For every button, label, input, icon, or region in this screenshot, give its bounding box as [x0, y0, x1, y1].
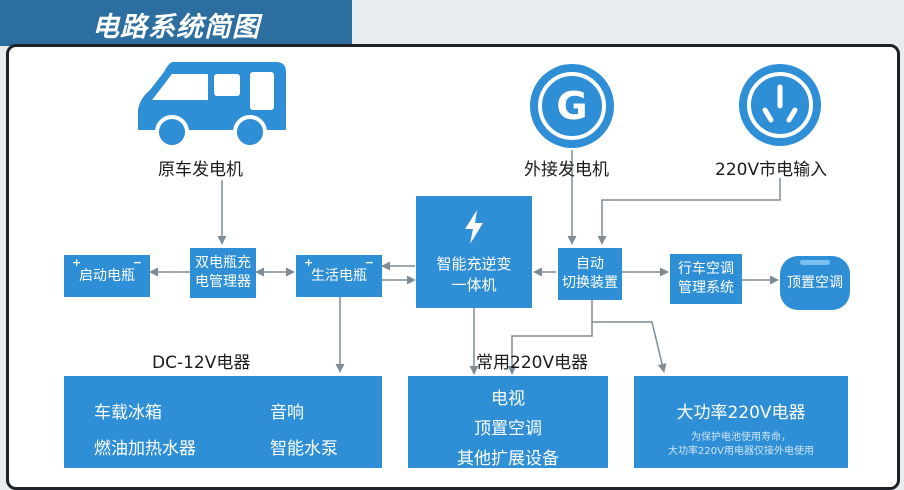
power-socket-icon	[739, 64, 821, 146]
line-mains-to-switch	[597, 178, 781, 245]
dual-battery-manager-line1: 双电瓶充	[195, 255, 251, 271]
minus-terminal-icon: −	[132, 256, 142, 269]
plus-terminal-icon: +	[72, 256, 82, 269]
ac-management-line2: 管理系统	[678, 280, 734, 296]
ac-item-extensions: 其他扩展设备	[457, 449, 559, 469]
connector-lines	[149, 150, 781, 375]
hp-note-line2: 大功率220V用电器仅接外电使用	[668, 446, 814, 457]
dc-appliances-box: 车载冰箱 音响 燃油加热水器 智能水泵	[64, 376, 382, 468]
roof-ac-label: 顶置空调	[787, 274, 843, 291]
auto-switch-node: 自动 切换装置	[558, 248, 622, 300]
living-battery-node: 生活电瓶 + −	[296, 255, 382, 297]
mains-input-label: 220V市电输入	[715, 160, 828, 180]
dc-group-title: DC-12V电器	[152, 353, 251, 373]
plus-terminal-icon: +	[304, 256, 314, 269]
roof-ac-vent-icon	[800, 260, 830, 265]
dc-item-fridge: 车载冰箱	[94, 403, 162, 423]
rv-vehicle-icon	[138, 62, 286, 149]
generator-letter: G	[556, 84, 588, 128]
ac-item-roof-ac: 顶置空调	[474, 419, 542, 439]
dual-battery-manager-node: 双电瓶充 电管理器	[190, 248, 256, 298]
hp-appliances-box: 大功率220V电器 为保护电池使用寿命， 大功率220V用电器仅接外电使用	[634, 376, 848, 468]
ac-management-node: 行车空调 管理系统	[670, 254, 742, 304]
lightning-bolt-icon	[465, 210, 483, 244]
dual-battery-manager-line2: 电管理器	[195, 274, 251, 290]
auto-switch-line1: 自动	[576, 256, 604, 272]
inverter-node: 智能充逆变 一体机	[416, 196, 532, 308]
dc-item-audio: 音响	[270, 403, 304, 423]
roof-ac-node: 顶置空调	[780, 256, 850, 310]
inverter-line2: 一体机	[451, 276, 497, 294]
inverter-line1: 智能充逆变	[436, 255, 512, 273]
line-switch-to-ac	[507, 300, 593, 375]
minus-terminal-icon: −	[364, 256, 374, 269]
vehicle-generator-label: 原车发电机	[158, 160, 243, 180]
start-battery-node: 启动电瓶 + −	[64, 255, 150, 297]
hp-note-line1: 为保护电池使用寿命，	[691, 432, 791, 443]
hp-group-title: 大功率220V电器	[676, 403, 806, 423]
page-title: 电路系统简图	[92, 12, 260, 43]
dc-item-water-pump: 智能水泵	[270, 439, 338, 459]
start-battery-label: 启动电瓶	[79, 267, 135, 284]
ac-management-line1: 行车空调	[678, 261, 734, 277]
ac-group-title: 常用220V电器	[476, 353, 589, 373]
external-generator-label: 外接发电机	[524, 160, 609, 180]
header-bar: 电路系统简图	[0, 0, 352, 46]
living-battery-label: 生活电瓶	[311, 267, 367, 284]
ac-item-tv: 电视	[491, 389, 525, 409]
auto-switch-line2: 切换装置	[562, 275, 618, 291]
dc-item-water-heater: 燃油加热水器	[94, 439, 196, 459]
line-switch-to-hp	[592, 321, 667, 373]
generator-icon: G	[530, 64, 614, 148]
ac-appliances-box: 电视 顶置空调 其他扩展设备	[408, 376, 608, 469]
